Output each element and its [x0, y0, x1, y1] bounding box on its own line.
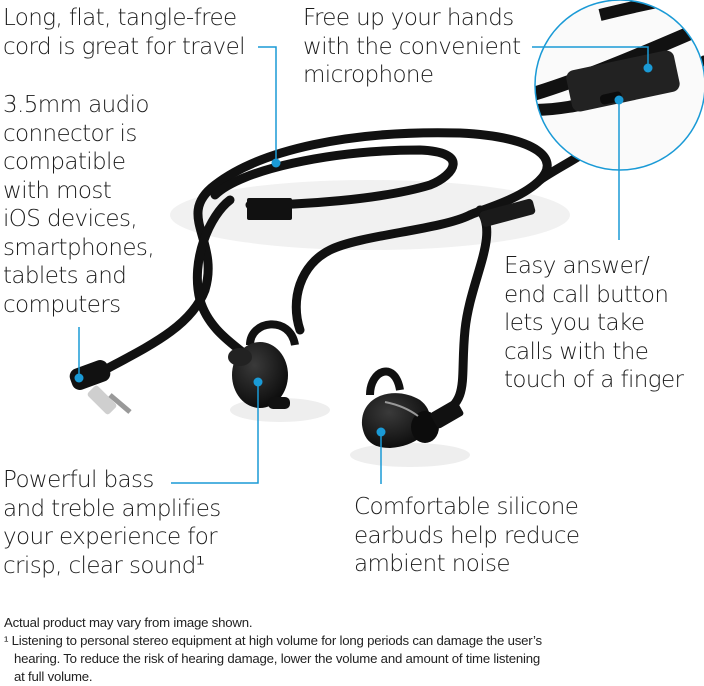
callout-lines — [78, 46, 649, 484]
left-earbud — [228, 320, 299, 409]
callout-dots — [74, 63, 653, 437]
sound-callout: Powerful bass and treble amplifies your … — [3, 467, 221, 579]
microphone-callout: Free up your hands with the convenient m… — [303, 5, 521, 88]
earbuds-callout: Comfortable silicone earbuds help reduce… — [354, 494, 580, 577]
cord-splitter — [247, 198, 292, 220]
magnified-remote-inset — [534, 0, 704, 171]
hearing-note-line-3: at full volume. — [14, 669, 93, 684]
call-button-callout: Easy answer/ end call button lets you ta… — [504, 253, 684, 393]
hearing-note-line-2: hearing. To reduce the risk of hearing d… — [14, 651, 541, 666]
cord-callout: Long, flat, tangle-free cord is great fo… — [3, 5, 246, 60]
footnotes: Actual product may vary from image shown… — [4, 614, 542, 686]
right-earbud — [361, 367, 464, 448]
connector-callout: 3.5mm audio connector is compatible with… — [3, 92, 155, 318]
audio-jack — [69, 360, 132, 415]
disclaimer-text: Actual product may vary from image shown… — [4, 615, 253, 630]
hearing-note-line-1: ¹ Listening to personal stereo equipment… — [4, 633, 542, 648]
